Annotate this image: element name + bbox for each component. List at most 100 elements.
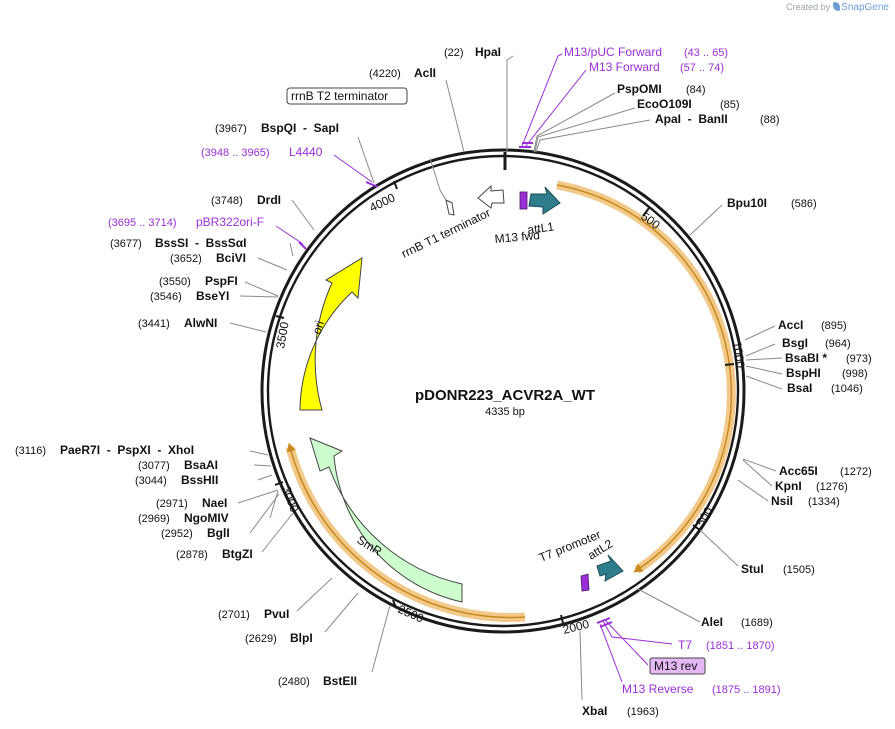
tick-mark-2000 (560, 614, 564, 624)
site-name-btgzi: BtgZI (222, 547, 253, 561)
tick-label-3000: 3000 (279, 484, 301, 514)
leader-xhoi (249, 450, 269, 456)
site-name-hpai: HpaI (475, 45, 501, 59)
tick-label-2000: 2000 (561, 617, 591, 637)
site-name-pspomi: PspOMI (617, 82, 662, 96)
tick-mark-2500 (392, 599, 397, 609)
tick-mark-500 (642, 207, 650, 217)
site-name-nsii: NsiI (771, 494, 793, 508)
tick-label-4000: 4000 (367, 190, 397, 214)
leader-nsii (737, 479, 769, 502)
primer-name-l4440: L4440 (289, 145, 323, 159)
leader-ecoo109i (534, 107, 636, 153)
site-pos-bcivi: (3652) (170, 253, 202, 265)
site-pos-bsgi: (964) (825, 338, 851, 350)
site-pos-blpi: (2629) (245, 633, 277, 645)
site-name-bspqi: BspQI - SapI (261, 121, 339, 135)
leader-pspfi (244, 281, 279, 297)
site-pos-bsaai: (3077) (138, 460, 170, 472)
leader-t7 (602, 620, 673, 645)
tick-mark-4000 (393, 180, 398, 190)
site-name-drdi: DrdI (257, 193, 281, 207)
snapgene-logo-icon (833, 2, 841, 11)
tick-mark-1500 (692, 524, 702, 532)
snapgene-brand: SnapGene (841, 2, 889, 13)
tick-label-1000: 1000 (730, 340, 748, 369)
primer-range-t7: (1851 .. 1870) (706, 640, 775, 652)
site-pos-btgzi: (2878) (176, 549, 208, 561)
leader-m13-puc-forward (521, 53, 563, 147)
primer-name-m13-forward: M13 Forward (589, 60, 660, 74)
site-pos-pspomi: (84) (686, 84, 706, 96)
site-pos-bsshii: (3044) (135, 475, 167, 487)
leader-bsai (745, 375, 783, 390)
tick-mark-1000 (724, 363, 735, 366)
leader-bpu10i (689, 204, 723, 236)
site-name-bsshii: BssHII (181, 473, 218, 487)
smr-feature-arrow (309, 437, 463, 603)
site-name-ngomiv: NgoMIV (184, 511, 229, 525)
leader-alwni (229, 322, 267, 333)
leader-naei (237, 489, 279, 504)
site-name-blpi: BlpI (290, 631, 313, 645)
site-leader-lines (229, 55, 783, 701)
tick-mark-3000 (274, 481, 284, 486)
leader-alei (637, 588, 701, 623)
leader-blpi (324, 592, 359, 633)
m13-rev-label-box (649, 657, 706, 675)
rrnb-t2-label: rrnB T2 terminator (291, 89, 388, 103)
site-pos-bsssi: (3677) (110, 238, 142, 250)
leader-acci (744, 325, 776, 341)
site-pos-bspqi: (3967) (215, 123, 247, 135)
site-pos-drdi: (3748) (211, 195, 243, 207)
site-name-xbai: XbaI (582, 704, 607, 718)
leader-pbr322ori-f (275, 225, 304, 245)
rrnb-t1-terminator-arrow (477, 184, 505, 209)
site-pos-pspfi: (3550) (159, 276, 191, 288)
plasmid-name: pDONR223_ACVR2A_WT (415, 387, 595, 404)
leader-m13-forward (524, 69, 587, 148)
site-pos-alwni: (3441) (138, 318, 170, 330)
leader-bspqi (357, 136, 375, 184)
site-name-ecoo109i: EcoO109I (637, 97, 692, 111)
leader-l4440 (333, 154, 373, 183)
site-pos-bgli: (2952) (161, 528, 193, 540)
leader-drdi (291, 199, 315, 231)
site-pos-bsai: (1046) (831, 383, 863, 395)
m13-rev-label: M13 rev (654, 659, 697, 673)
ori-feature-arrow (299, 257, 363, 411)
site-pos-naei: (2971) (156, 498, 188, 510)
site-pos-acc65i: (1272) (840, 466, 872, 478)
leader-m13-rev (604, 619, 649, 666)
site-name-kpni: KpnI (775, 479, 802, 493)
site-pos-bsphi: (998) (842, 368, 868, 380)
site-name-bcivi: BciVI (216, 251, 246, 265)
leader-bsgi (745, 343, 776, 357)
site-pos-pvui: (2701) (218, 609, 250, 621)
orf-highlight-line (556, 184, 733, 573)
l4440-bar (365, 181, 379, 188)
leader-bcivi (257, 257, 288, 271)
leader-m13-reverse (599, 623, 623, 683)
site-name-bsabi: BsaBI * (785, 351, 827, 365)
leader-bsaai (253, 464, 272, 467)
site-pos-ecoo109i: (85) (720, 99, 740, 111)
primer-range-l4440: (3948 .. 3965) (201, 147, 270, 159)
primer-name-pbr322ori-f: pBR322ori-F (196, 215, 264, 229)
pbr322ori-f-bar (298, 241, 307, 250)
site-pos-kpni: (1276) (816, 481, 848, 493)
primer-range-m13-forward: (57 .. 74) (680, 62, 724, 74)
site-name-bpu10i: Bpu10I (727, 196, 767, 210)
leader-acc65i (742, 458, 777, 472)
m13-rev-bar (599, 621, 613, 628)
attl1-feature-label: attL1 (526, 219, 555, 237)
tick-label-2500: 2500 (396, 602, 426, 626)
leader-bgli (249, 493, 280, 534)
site-pos-nsii: (1334) (808, 496, 840, 508)
smr-highlight-line (286, 442, 526, 619)
site-name-bsgi: BsgI (782, 336, 808, 350)
site-pos-acci: (895) (821, 320, 847, 332)
tick-mark-3500 (275, 315, 285, 319)
site-name-alei: AleI (701, 615, 723, 629)
